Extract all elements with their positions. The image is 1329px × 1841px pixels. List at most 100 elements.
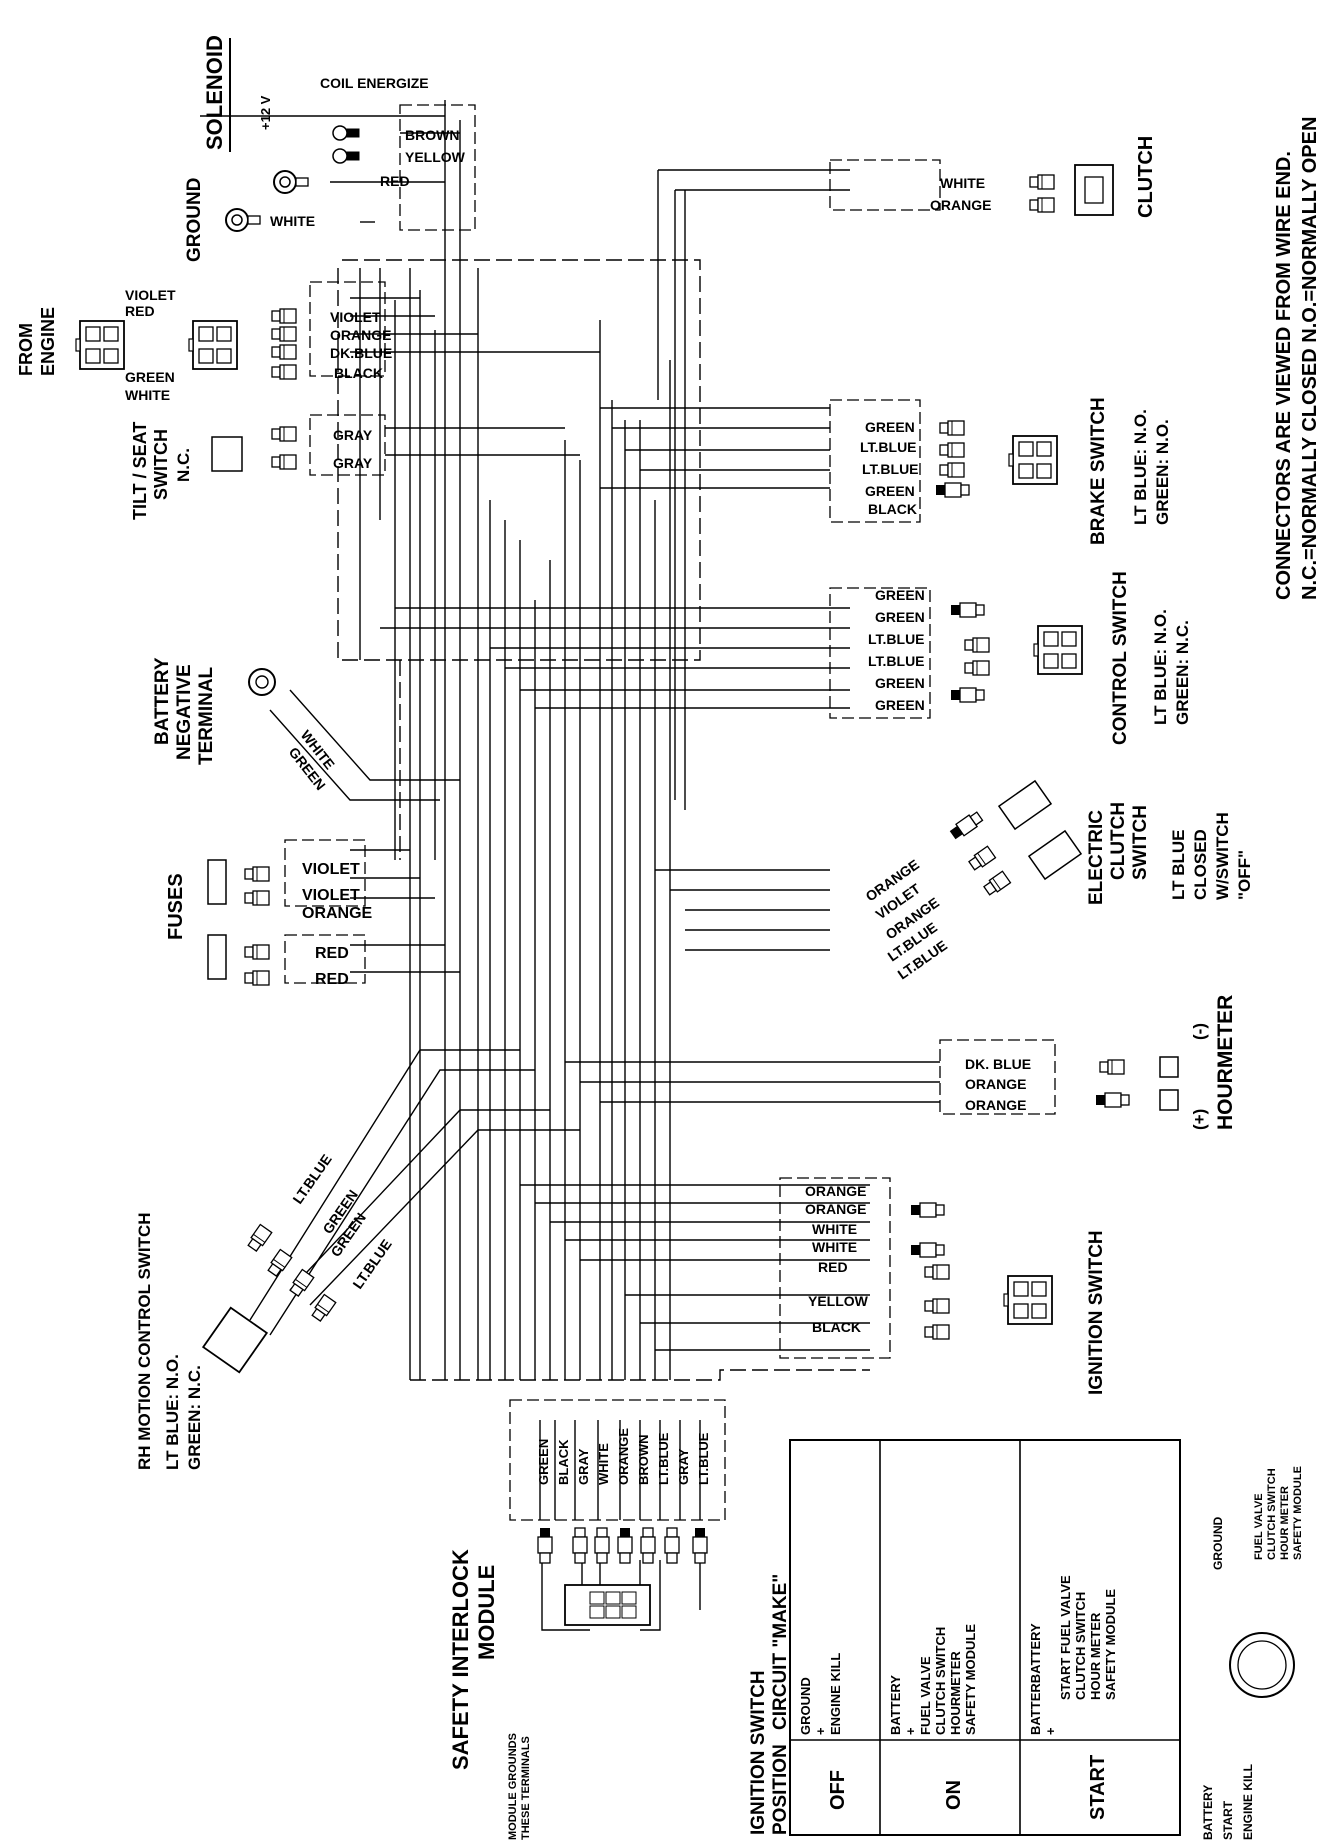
ignition-wire-label: YELLOW [808, 1293, 869, 1309]
wire-plug [967, 845, 997, 873]
lh-green-note: GREEN: N.C. [1173, 620, 1192, 725]
ecs-note-1: LT BLUE [1169, 829, 1188, 900]
rh-motion-green-note: GREEN: N.C. [185, 1365, 204, 1470]
wire-plug [617, 1527, 633, 1564]
wire-plug [1029, 174, 1055, 190]
key-ground-label: GROUND [1211, 1516, 1225, 1570]
ecs-note-3: W/SWITCH [1213, 812, 1232, 900]
battery-negative-title-3: TERMINAL [196, 666, 217, 765]
start-position: START [1087, 1755, 1109, 1820]
fuse-wire-label: RED [315, 971, 349, 988]
from-engine-title-2: ENGINE [38, 307, 58, 376]
ignition-circuit-line: START FUEL VALVE [1058, 1575, 1073, 1700]
connectors-note-2: N.C.=NORMALLY CLOSED N.O.=NORMALLY OPEN [1299, 117, 1321, 600]
hourmeter-wire-label: ORANGE [965, 1076, 1026, 1092]
clutch-wire-label: ORANGE [930, 197, 991, 213]
wire-plug [982, 870, 1012, 898]
brake-wire-label: LT.BLUE [862, 461, 919, 477]
brake-wire-label: GREEN [865, 483, 915, 499]
ignition-circuit-line: + [903, 1727, 918, 1735]
electric-clutch-title-3: SWITCH [1130, 805, 1151, 880]
ignition-circuit-line: CLUTCH SWITCH [1073, 1592, 1088, 1700]
ecs-note-4: "OFF" [1235, 850, 1254, 900]
electric-clutch-title-2: CLUTCH [1108, 802, 1129, 880]
ignition-circuit-line: SAFETY MODULE [1103, 1589, 1118, 1700]
wire-plug [924, 1298, 950, 1314]
battery-negative-title-2: NEGATIVE [174, 664, 195, 760]
fuse-wire-label: RED [315, 945, 349, 962]
inline-plugs [244, 174, 1130, 1564]
wire-plug [271, 344, 297, 360]
brake-wire-label: LT.BLUE [860, 439, 917, 455]
wire-labels: BROWNYELLOWREDWHITEWHITEORANGEVIOLETREDG… [125, 127, 1031, 1485]
safety-module-title-1: SAFETY INTERLOCK [448, 1549, 473, 1770]
hourmeter-title: HOURMETER [1214, 995, 1237, 1130]
ignition-circuit-line: FUEL VALVE [918, 1656, 933, 1735]
wire-plug [939, 462, 965, 478]
clutch-title: CLUTCH [1135, 136, 1157, 218]
coil-energize-label: COIL ENERGIZE [320, 75, 429, 91]
wire-plug [309, 1293, 337, 1323]
engine-left-wire-label: GREEN [125, 369, 175, 385]
wire-plug [910, 1202, 945, 1218]
electric-clutch-title-1: ELECTRIC [1086, 810, 1107, 905]
wire-plug [664, 1527, 680, 1564]
wire-plug [271, 326, 297, 342]
wire-plug [537, 1527, 553, 1564]
lh-ltblue-note: LT BLUE: N.O. [1151, 609, 1170, 725]
on-position: ON [943, 1780, 965, 1810]
wire-plug [924, 1324, 950, 1340]
wire-plug [939, 420, 965, 436]
hourmeter-plus: (+) [1190, 1109, 1209, 1130]
module-wire-label: LT.BLUE [656, 1432, 671, 1485]
ignition-switch-title: IGNITION SWITCH [1086, 1230, 1107, 1395]
brake-wire-label: BLACK [868, 501, 917, 517]
wire-label-boxes [284, 104, 1056, 1521]
ignition-switch-table: IGNITION SWITCH POSITION CIRCUIT "MAKE" … [748, 1439, 1181, 1836]
lh-wire-label: GREEN [875, 697, 925, 713]
wire-plug [1095, 1092, 1130, 1108]
ignition-circuit-line: HOUR METER [1088, 1612, 1103, 1700]
engine-left-wire-label: WHITE [125, 387, 170, 403]
ground-wire-label: WHITE [270, 213, 315, 229]
col-position-header: POSITION [770, 1744, 791, 1835]
wire-plug [640, 1527, 656, 1564]
wire-plug [947, 809, 985, 842]
ignition-circuit-line: GROUND [798, 1677, 813, 1735]
tilt-seat-title-2: SWITCH [151, 429, 171, 500]
ignition-wire-label: WHITE [812, 1221, 857, 1237]
clutch-wire-label: WHITE [940, 175, 985, 191]
battery-negative-title-1: BATTERY [152, 657, 173, 745]
wire-plug [950, 687, 985, 703]
ignition-circuit-line: BATTERY [888, 1675, 903, 1735]
key-hour-meter-label: HOUR METER [1279, 1486, 1291, 1560]
wire-plug [244, 866, 270, 882]
wire-plug [594, 1527, 610, 1564]
ignition-wire-label: BLACK [812, 1319, 861, 1335]
wire-plug [692, 1527, 708, 1564]
module-wire-label: LT.BLUE [696, 1432, 711, 1485]
engine-wire-label: ORANGE [330, 327, 391, 343]
wire-plug [950, 602, 985, 618]
rh-wire-label: LT.BLUE [289, 1151, 335, 1206]
connectors-note-1: CONNECTORS ARE VIEWED FROM WIRE END. [1273, 151, 1295, 600]
wire-plug [265, 1248, 293, 1278]
module-wire-label: GREEN [536, 1439, 551, 1485]
key-fuel-valve-label: FUEL VALVE [1253, 1493, 1265, 1560]
plus-12v-label: +12 V [258, 95, 273, 130]
lh-wire-label: LT.BLUE [868, 631, 925, 647]
brake-green-note: GREEN: N.O. [1153, 419, 1172, 525]
wire-plug [1099, 1059, 1125, 1075]
ground-title: GROUND [184, 178, 205, 262]
ignition-wire-label: ORANGE [805, 1201, 866, 1217]
lh-wire-label: GREEN [875, 675, 925, 691]
ignition-circuit-line: SAFETY MODULE [963, 1624, 978, 1735]
module-wire-label: GRAY [576, 1448, 591, 1485]
wire-plug [271, 308, 297, 324]
lh-wire-label: GREEN [875, 609, 925, 625]
key-engine-kill-label: ENGINE KILL [1241, 1764, 1255, 1840]
module-wire-label: GRAY [676, 1448, 691, 1485]
brake-wire-label: GREEN [865, 419, 915, 435]
wire-plug [910, 1242, 945, 1258]
